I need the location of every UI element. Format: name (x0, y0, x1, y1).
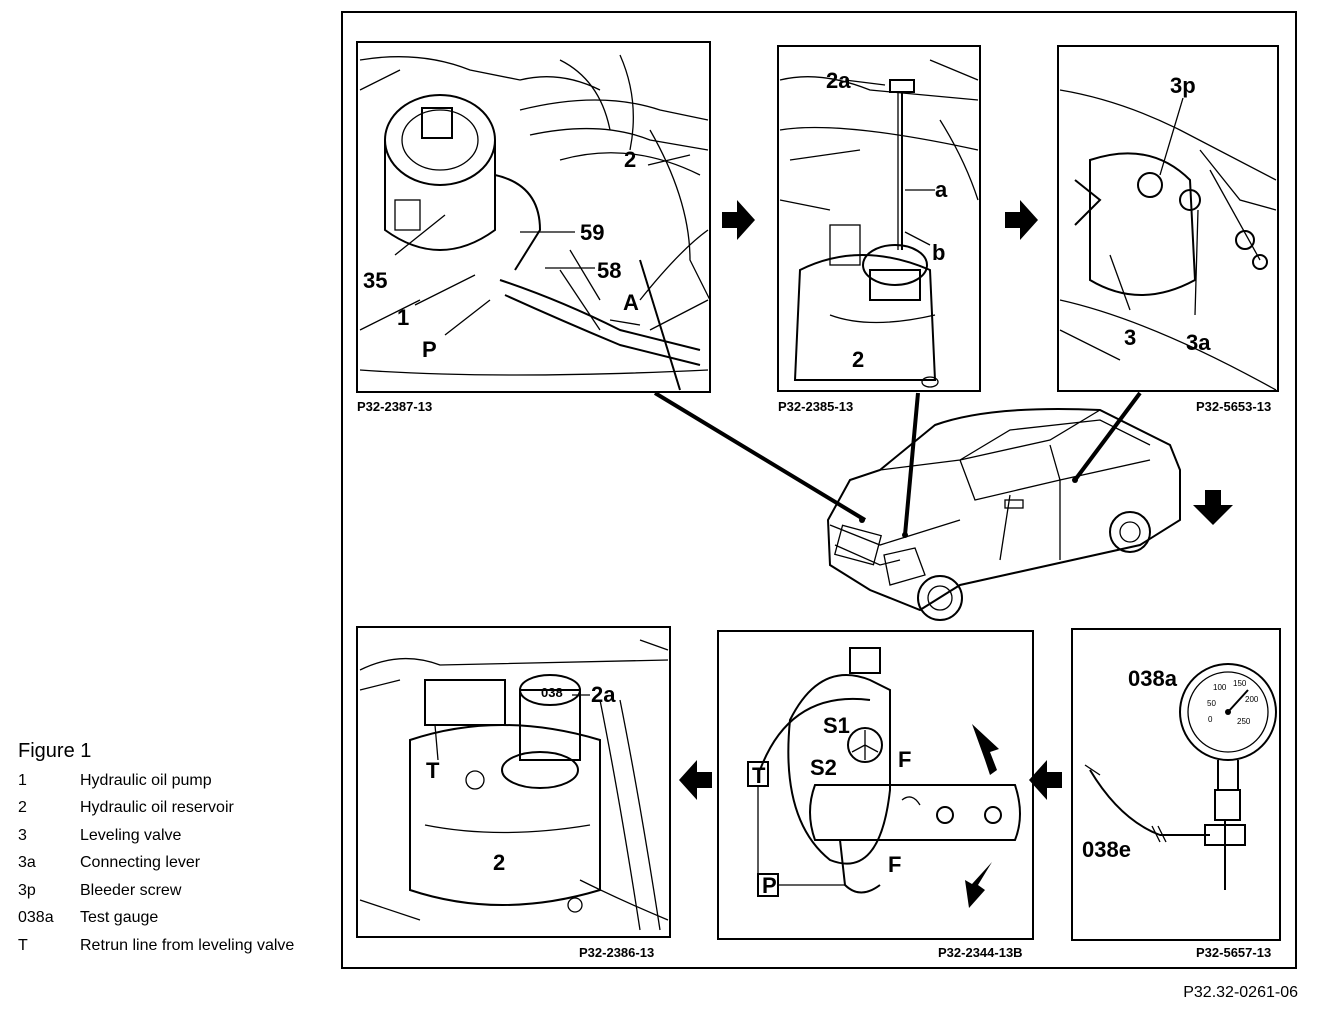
panel-5-ref: P32-2344-13B (938, 945, 1023, 960)
label-P: P (422, 337, 437, 362)
legend-code: 3 (18, 826, 27, 844)
label-2a: 2a (591, 682, 616, 707)
label-2: 2 (493, 850, 505, 875)
legend-text: Leveling valve (80, 826, 182, 844)
label-3a: 3a (1186, 330, 1211, 355)
legend-title: Figure 1 (18, 740, 92, 762)
legend-text: Test gauge (80, 909, 159, 927)
label-F: F (898, 747, 911, 772)
label-1: 1 (397, 305, 409, 330)
car-illustration (826, 408, 1181, 621)
panel-reservoir-return: T 2a 2 038 (356, 626, 671, 938)
panel-6-ref: P32-5657-13 (1196, 945, 1271, 960)
legend-item: 038a Test gauge (18, 905, 294, 933)
label-a: a (935, 177, 948, 202)
label-P: P (762, 873, 777, 898)
panel-leveling-valve: 3p 3 3a (1057, 45, 1279, 392)
label-T: T (752, 763, 766, 788)
legend-text: Connecting lever (80, 854, 201, 872)
legend-code: 1 (18, 771, 27, 789)
arrow-left-icon (679, 760, 712, 800)
legend-item: 3 Leveling valve (18, 822, 294, 850)
panel-4-ref: P32-2386-13 (579, 945, 654, 960)
gauge-tick-0: 0 (1208, 715, 1213, 724)
label-2: 2 (852, 347, 864, 372)
legend-item: 1 Hydraulic oil pump (18, 767, 294, 795)
legend-text: Hydraulic oil pump (80, 771, 212, 789)
label-038e: 038e (1082, 837, 1131, 862)
panel-3-ref: P32-5653-13 (1196, 399, 1271, 414)
pointer-line (1073, 391, 1142, 482)
pointer-line (903, 392, 920, 536)
legend-code: 3p (18, 881, 36, 899)
legend-code: T (18, 936, 28, 954)
label-S1: S1 (823, 713, 850, 738)
label-b: b (932, 240, 945, 265)
arrow-right-icon (1005, 200, 1038, 240)
legend-item: 3a Connecting lever (18, 850, 294, 878)
gauge-tick-50: 50 (1207, 699, 1216, 708)
label-038a: 038a (1128, 666, 1178, 691)
panel-test-gauge: 50 100 150 200 250 0 038a 038e (1071, 628, 1281, 941)
legend-item: 2 Hydraulic oil reservoir (18, 795, 294, 823)
label-2a: 2a (826, 68, 851, 93)
figure-legend: Figure 1 1 Hydraulic oil pump 2 Hydraulic … (18, 740, 294, 960)
legend-text: Bleeder screw (80, 881, 182, 899)
outer-frame (341, 11, 1297, 969)
label-2: 2 (624, 147, 636, 172)
gauge-tick-100: 100 (1213, 683, 1227, 692)
label-58: 58 (597, 258, 621, 283)
legend-item: T Retrun line from leveling valve (18, 932, 294, 960)
legend-item: 3p Bleeder screw (18, 877, 294, 905)
label-35: 35 (363, 268, 387, 293)
legend-text: Retrun line from leveling valve (80, 936, 295, 954)
gauge-tick-200: 200 (1245, 695, 1259, 704)
arrow-up-icon (972, 724, 999, 775)
label-S2: S2 (810, 755, 837, 780)
label-F: F (888, 852, 901, 877)
label-59: 59 (580, 220, 604, 245)
label-T: T (426, 758, 440, 783)
gauge-tick-250: 250 (1237, 717, 1251, 726)
arrow-right-icon (722, 200, 755, 240)
figure-reference: P32.32-0261-06 (1183, 984, 1298, 1001)
arrow-down-icon (1193, 490, 1233, 525)
label-038: 038 (541, 685, 563, 700)
legend-text: Hydraulic oil reservoir (80, 799, 234, 817)
panel-valve-positions: S1 S2 T P F F (717, 630, 1034, 940)
panel-2-ref: P32-2385-13 (778, 399, 853, 414)
label-A: A (623, 290, 639, 315)
legend-code: 2 (18, 799, 27, 817)
pointer-line (653, 391, 867, 522)
legend-code: 3a (18, 854, 36, 872)
legend-code: 038a (18, 909, 54, 927)
arrow-left-icon (1029, 760, 1062, 800)
label-3p: 3p (1170, 73, 1196, 98)
gauge-tick-150: 150 (1233, 679, 1247, 688)
arrow-down-icon (965, 862, 992, 908)
panel-1-ref: P32-2387-13 (357, 399, 432, 414)
panel-hydraulic-pump: 35 1 P 59 58 A 2 (356, 41, 711, 393)
panel-reservoir-dipstick: 2a a b 2 (777, 45, 981, 392)
label-3: 3 (1124, 325, 1136, 350)
